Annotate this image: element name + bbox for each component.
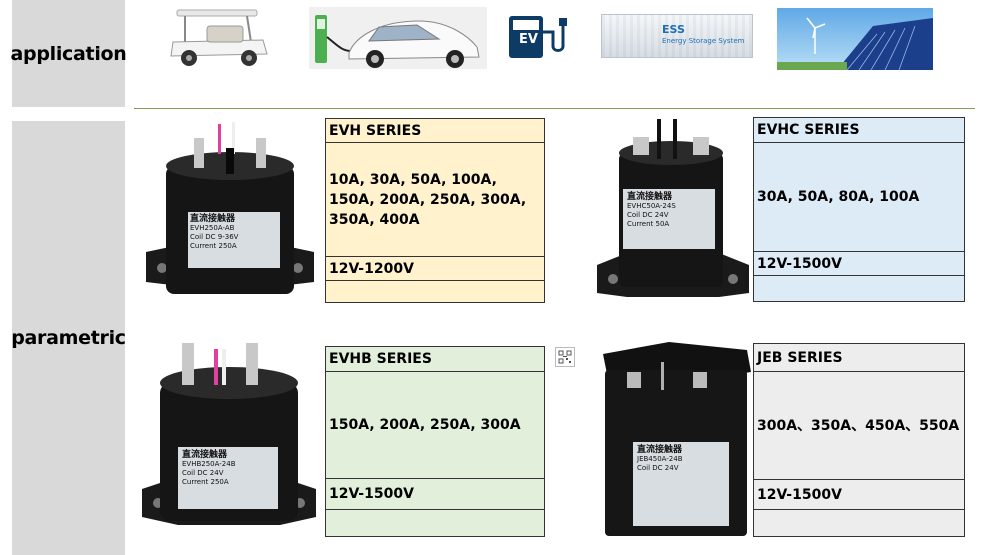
- jeb-series-empty-row: [754, 510, 964, 536]
- evhb-label-model: EVHB250A-24B: [182, 460, 236, 468]
- evhc-label-model: EVHC50A-24S: [627, 202, 676, 210]
- evhc-series-title: EVHC SERIES: [754, 118, 964, 143]
- electric-car-image: [309, 7, 487, 69]
- evh-currents-text: 10A, 30A, 50A, 100A, 150A, 200A, 250A, 3…: [329, 171, 527, 228]
- evhb-currents-text: 150A, 200A, 250A, 300A: [329, 417, 521, 433]
- jeb-product-label: 直流接触器 JEB450A-24B Coil DC 24V: [637, 446, 727, 473]
- evh-voltage-text: 12V-1200V: [329, 260, 414, 277]
- application-label-text: application: [10, 42, 127, 65]
- evhb-title-text: EVHB SERIES: [329, 351, 432, 367]
- ev-icon-text: EV: [519, 32, 538, 47]
- solar-wind-image: [777, 8, 933, 70]
- jeb-product-image: 直流接触器 JEB450A-24B Coil DC 24V: [597, 342, 755, 538]
- evh-product-image: 直流接触器 EVH250A-AB Coil DC 9-36V Current 2…: [140, 120, 320, 302]
- jeb-label-coil: Coil DC 24V: [637, 464, 679, 472]
- section-divider: [134, 108, 975, 109]
- ess-container-image: ESS Energy Storage System: [601, 14, 753, 58]
- jeb-currents-text: 300A、350A、450A、550A: [757, 417, 960, 434]
- qr-scan-icon[interactable]: [555, 347, 575, 367]
- evh-title-text: EVH SERIES: [329, 122, 422, 139]
- jeb-label-model: JEB450A-24B: [637, 455, 683, 463]
- evhb-label-brand: 直流接触器: [182, 450, 228, 460]
- evhc-product-label: 直流接触器 EVHC50A-24S Coil DC 24V Current 50…: [627, 193, 713, 229]
- evh-series-currents: 10A, 30A, 50A, 100A, 150A, 200A, 250A, 3…: [326, 143, 544, 257]
- evhc-voltage-text: 12V-1500V: [757, 255, 842, 272]
- evh-label-current: Current 250A: [190, 242, 237, 250]
- evh-series-table: EVH SERIES 10A, 30A, 50A, 100A, 150A, 20…: [325, 118, 545, 303]
- evhc-label-current: Current 50A: [627, 220, 670, 228]
- evhb-product-image: 直流接触器 EVHB250A-24B Coil DC 24V Current 2…: [138, 339, 320, 535]
- evh-label-brand: 直流接触器: [190, 214, 236, 224]
- jeb-title-text: JEB SERIES: [757, 349, 843, 366]
- evhb-series-title: EVHB SERIES: [326, 347, 544, 372]
- ess-text: ESS: [662, 23, 685, 36]
- jeb-series-currents: 300A、350A、450A、550A: [754, 372, 964, 480]
- evhc-series-empty-row: [754, 276, 964, 301]
- evhb-series-table: EVHB SERIES 150A, 200A, 250A, 300A 12V-1…: [325, 346, 545, 537]
- evhc-series-currents: 30A, 50A, 80A, 100A: [754, 143, 964, 252]
- evhb-series-voltage: 12V-1500V: [326, 479, 544, 510]
- evhb-label-current: Current 250A: [182, 478, 229, 486]
- jeb-series-table: JEB SERIES 300A、350A、450A、550A 12V-1500V: [753, 343, 965, 537]
- golf-cart-image: [167, 6, 275, 68]
- parametric-label: parametric: [11, 121, 126, 555]
- parametric-label-text: parametric: [11, 327, 126, 349]
- evh-label-model: EVH250A-AB: [190, 224, 235, 232]
- evhb-voltage-text: 12V-1500V: [329, 486, 414, 502]
- evhc-title-text: EVHC SERIES: [757, 122, 860, 138]
- evhc-product-image: 直流接触器 EVHC50A-24S Coil DC 24V Current 50…: [593, 117, 753, 302]
- evhb-series-currents: 150A, 200A, 250A, 300A: [326, 372, 544, 479]
- evhb-series-empty-row: [326, 510, 544, 536]
- ev-charger-icon: EV: [507, 12, 587, 60]
- evhc-series-voltage: 12V-1500V: [754, 252, 964, 276]
- ess-subtitle: Energy Storage System: [662, 37, 745, 45]
- evhc-label-coil: Coil DC 24V: [627, 211, 669, 219]
- evhc-label-brand: 直流接触器: [627, 192, 673, 202]
- evh-product-label: 直流接触器 EVH250A-AB Coil DC 9-36V Current 2…: [190, 215, 278, 251]
- evhb-label-coil: Coil DC 24V: [182, 469, 224, 477]
- evhb-product-label: 直流接触器 EVHB250A-24B Coil DC 24V Current 2…: [182, 451, 276, 487]
- jeb-label-brand: 直流接触器: [637, 445, 683, 455]
- jeb-voltage-text: 12V-1500V: [757, 486, 842, 503]
- jeb-series-voltage: 12V-1500V: [754, 480, 964, 510]
- evh-series-voltage: 12V-1200V: [326, 257, 544, 281]
- application-label: application: [10, 0, 127, 107]
- evhc-series-table: EVHC SERIES 30A, 50A, 80A, 100A 12V-1500…: [753, 117, 965, 302]
- evh-series-empty-row: [326, 281, 544, 302]
- evh-label-coil: Coil DC 9-36V: [190, 233, 239, 241]
- evh-series-title: EVH SERIES: [326, 119, 544, 143]
- jeb-series-title: JEB SERIES: [754, 344, 964, 372]
- evhc-currents-text: 30A, 50A, 80A, 100A: [757, 189, 920, 205]
